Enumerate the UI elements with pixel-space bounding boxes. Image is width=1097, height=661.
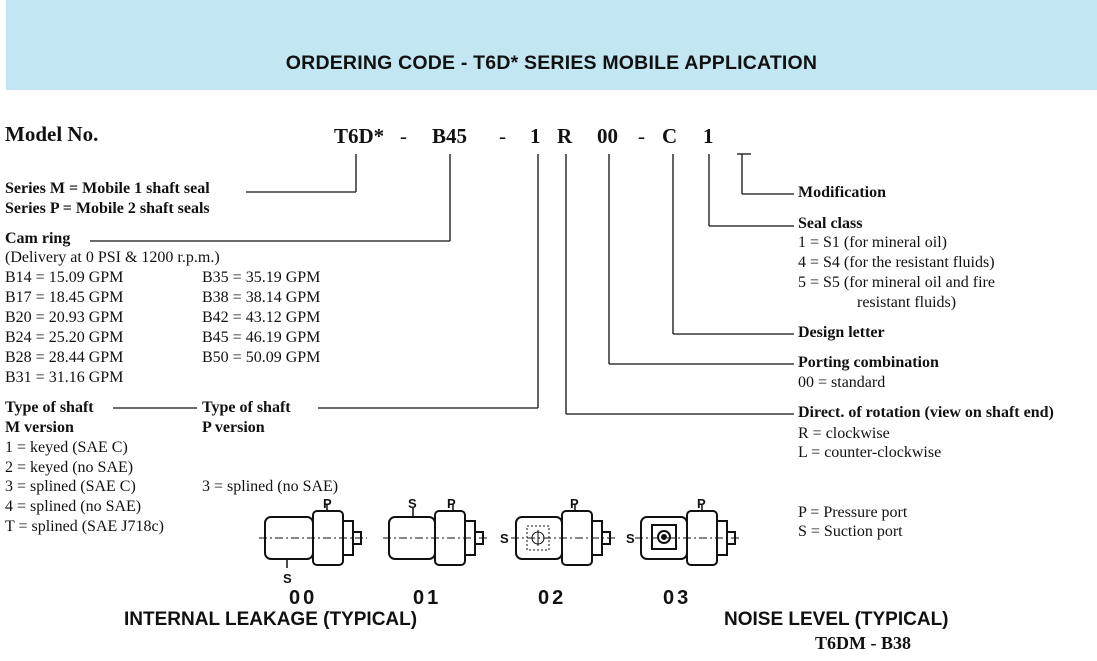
- code-porting: 00: [597, 124, 618, 148]
- port-s-label: S: [408, 496, 417, 511]
- code-dash: -: [400, 124, 407, 148]
- page-title: ORDERING CODE - T6D* SERIES MOBILE APPLI…: [285, 52, 818, 74]
- shaft-p-title: Type of shaft: [202, 399, 291, 416]
- noise-level-subheading: T6DM - B38: [815, 633, 911, 653]
- diagram-label: 01: [413, 587, 442, 609]
- porting-item: 00 = standard: [798, 374, 886, 391]
- port-s-label: S: [283, 571, 292, 586]
- cam-ring-item: B31 = 31.16 GPM: [5, 369, 124, 386]
- port-s-label: S: [626, 531, 635, 546]
- port-s-label: S: [500, 531, 509, 546]
- diagram-label: 00: [289, 587, 318, 609]
- code-cam: B45: [432, 124, 468, 148]
- shaft-m-item: 2 = keyed (no SAE): [5, 459, 134, 476]
- shaft-m-item: 3 = splined (SAE C): [5, 478, 136, 495]
- shaft-p-subtitle: P version: [202, 419, 265, 436]
- cam-ring-item: B17 = 18.45 GPM: [5, 289, 124, 306]
- rotation-title: Direct. of rotation (view on shaft end): [798, 404, 1054, 421]
- shaft-p-item: 3 = splined (no SAE): [202, 478, 339, 495]
- cam-ring-item: B14 = 15.09 GPM: [5, 269, 124, 286]
- seal-class-item: 1 = S1 (for mineral oil): [798, 234, 947, 251]
- rotation-item: R = clockwise: [798, 425, 890, 442]
- porting-title: Porting combination: [798, 354, 939, 371]
- code-dash: -: [499, 124, 506, 148]
- cam-ring-item: B35 = 35.19 GPM: [202, 269, 321, 286]
- port-p-label: P: [697, 496, 706, 511]
- cam-ring-item: B50 = 50.09 GPM: [202, 349, 321, 366]
- shaft-m-title: Type of shaft: [5, 399, 94, 416]
- model-label: Model No.: [5, 122, 99, 146]
- code-design: C: [662, 124, 678, 148]
- port-p-label: P: [323, 496, 332, 511]
- port-p-label: P: [447, 496, 456, 511]
- shaft-m-subtitle: M version: [5, 419, 74, 436]
- shaft-m-item: T = splined (SAE J718c): [5, 518, 164, 535]
- code-seal: 1: [703, 124, 714, 148]
- design-letter-title: Design letter: [798, 324, 885, 341]
- port-p-label: P: [570, 496, 579, 511]
- cam-ring-subtitle: (Delivery at 0 PSI & 1200 r.p.m.): [5, 249, 220, 266]
- code-rotation: R: [557, 124, 573, 148]
- seal-class-item: resistant fluids): [857, 294, 957, 311]
- shaft-m-item: 1 = keyed (SAE C): [5, 439, 128, 456]
- seal-class-item: 5 = S5 (for mineral oil and fire: [798, 274, 995, 291]
- modification-title: Modification: [798, 184, 886, 201]
- code-dash: -: [638, 124, 645, 148]
- code-shaft: 1: [530, 124, 541, 148]
- diagram-label: 03: [663, 587, 692, 609]
- series-m: Series M = Mobile 1 shaft seal: [5, 180, 210, 197]
- cam-ring-item: B45 = 46.19 GPM: [202, 329, 321, 346]
- shaft-m-item: 4 = splined (no SAE): [5, 498, 142, 515]
- cam-ring-item: B20 = 20.93 GPM: [5, 309, 124, 326]
- series-p: Series P = Mobile 2 shaft seals: [5, 200, 210, 217]
- pump-diagrams: P S S P S P S P: [259, 496, 741, 586]
- cam-ring-item: B28 = 28.44 GPM: [5, 349, 124, 366]
- rotation-item: L = counter-clockwise: [798, 444, 942, 461]
- code-series: T6D*: [334, 124, 385, 148]
- cam-ring-item: B42 = 43.12 GPM: [202, 309, 321, 326]
- cam-ring-item: B24 = 25.20 GPM: [5, 329, 124, 346]
- noise-level-heading: NOISE LEVEL (TYPICAL): [724, 609, 949, 630]
- header-banner: ORDERING CODE - T6D* SERIES MOBILE APPLI…: [6, 0, 1097, 90]
- cam-ring-item: B38 = 38.14 GPM: [202, 289, 321, 306]
- diagram-label: 02: [538, 587, 567, 609]
- seal-class-item: 4 = S4 (for the resistant fluids): [798, 254, 995, 271]
- port-legend-item: P = Pressure port: [798, 504, 908, 521]
- seal-class-title: Seal class: [798, 215, 863, 232]
- cam-ring-title: Cam ring: [5, 230, 71, 247]
- port-legend-item: S = Suction port: [798, 523, 903, 540]
- internal-leakage-heading: INTERNAL LEAKAGE (TYPICAL): [124, 609, 418, 630]
